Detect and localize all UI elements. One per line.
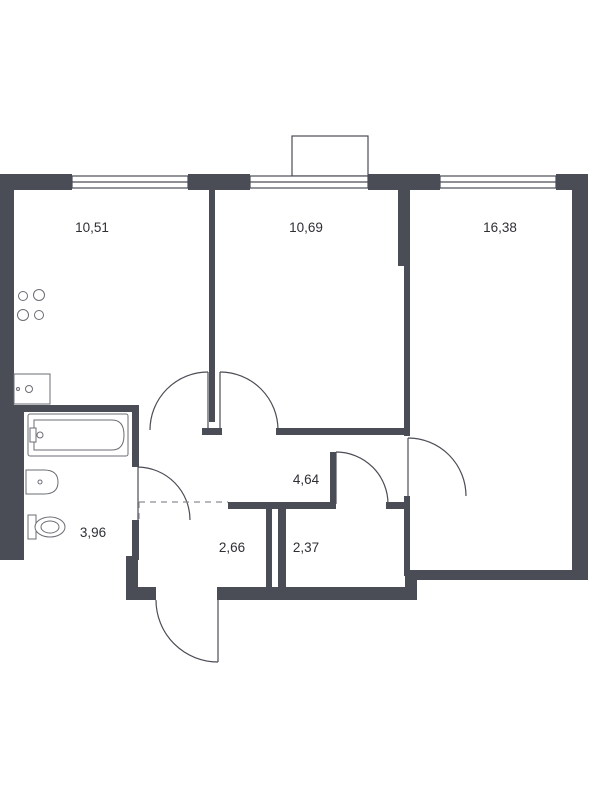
area-label-bedroom: 10,69 <box>289 220 323 235</box>
area-label-living-room: 16,38 <box>483 220 517 235</box>
stove-icon <box>17 289 45 321</box>
area-label-entrance: 2,66 <box>219 540 245 555</box>
bathtub-icon <box>27 413 129 457</box>
sink-icon <box>13 373 51 405</box>
interior-walls <box>14 190 410 589</box>
area-label-closet: 2,37 <box>293 540 319 555</box>
washbasin-icon <box>25 469 59 495</box>
toilet-icon <box>27 514 66 540</box>
doors <box>137 371 467 663</box>
area-label-kitchen: 10,51 <box>75 220 109 235</box>
windows <box>71 175 557 189</box>
area-label-hall: 4,64 <box>293 472 320 487</box>
balcony <box>291 135 369 177</box>
area-label-bathroom: 3,96 <box>80 525 106 540</box>
